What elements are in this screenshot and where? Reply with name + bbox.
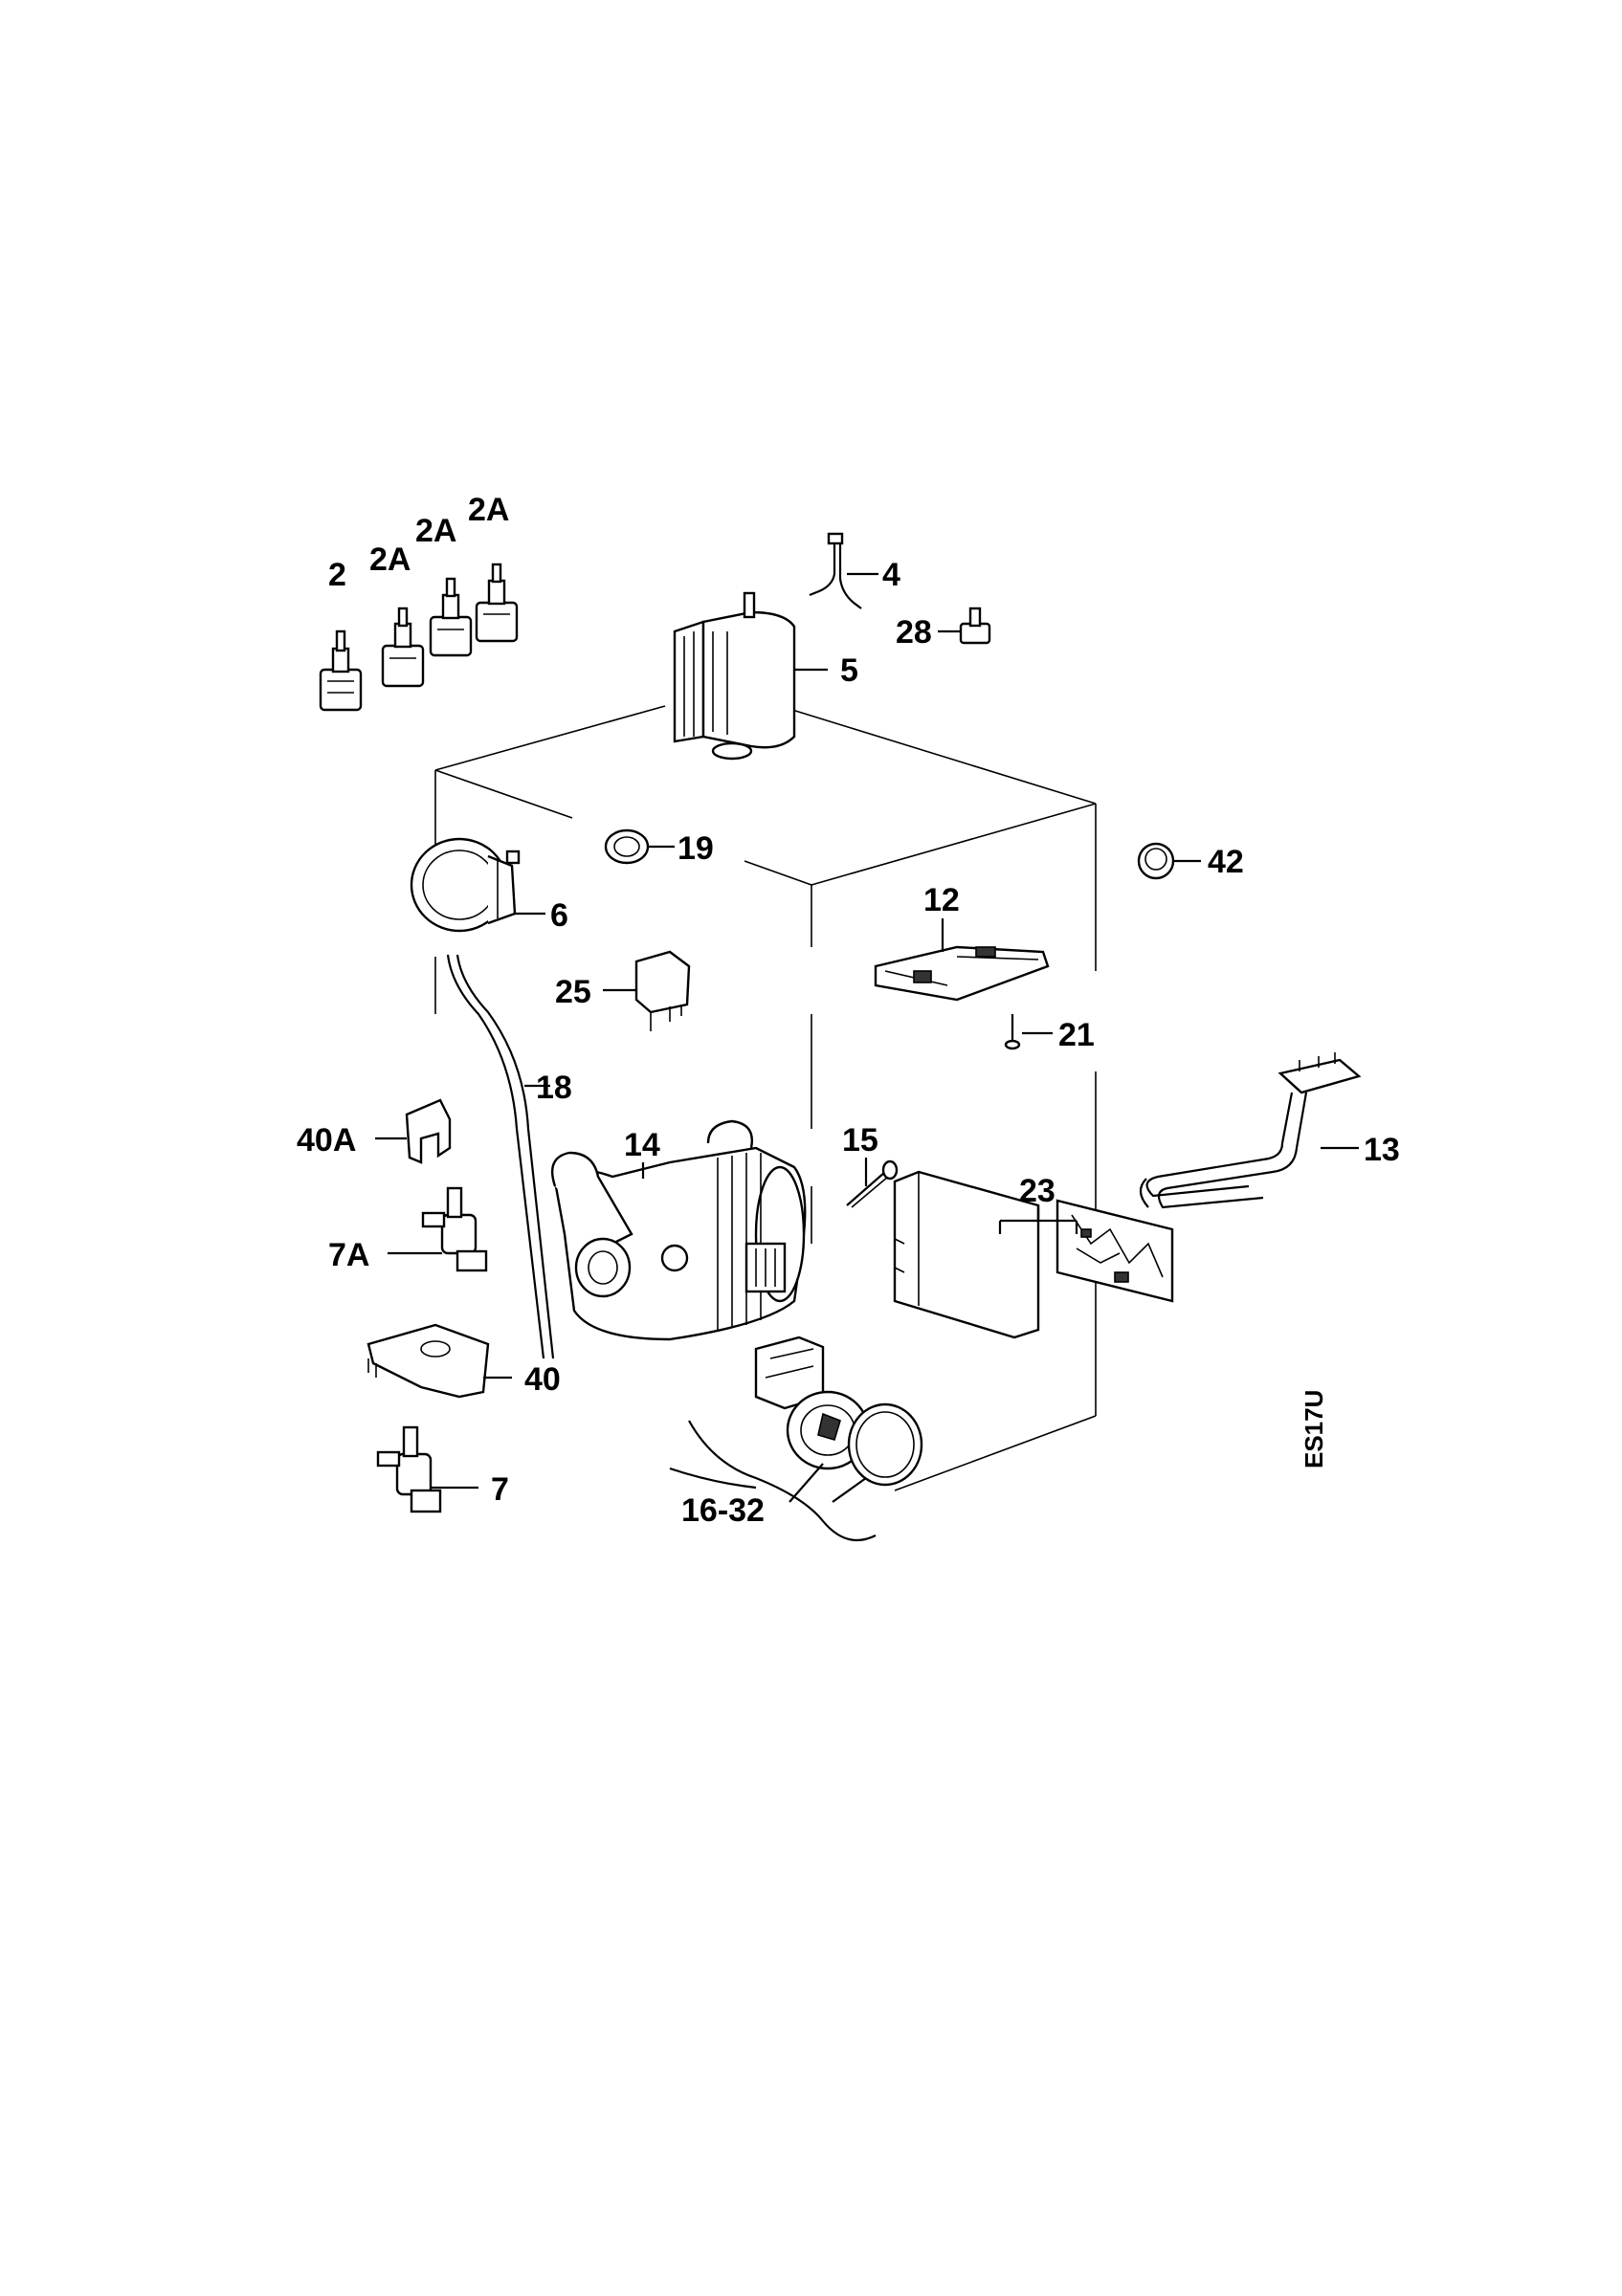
label-2a-3: 2A	[468, 492, 509, 528]
cover-40	[367, 1323, 512, 1399]
circuit-board-23	[1055, 1199, 1174, 1303]
bolt-15	[846, 1158, 899, 1208]
label-4: 4	[882, 557, 900, 593]
callout-23	[998, 1205, 1078, 1234]
pressure-switch-6	[410, 837, 545, 933]
part-labels: 2 2A 2A 2A 4 28 5 19 42 6 12 25 21 18 13…	[297, 492, 1400, 1529]
wire-4	[809, 532, 878, 609]
label-13: 13	[1364, 1132, 1400, 1168]
heater-13	[1139, 1052, 1362, 1209]
label-12: 12	[923, 882, 960, 918]
label-40a: 40A	[297, 1122, 356, 1159]
label-28: 28	[896, 614, 932, 651]
drawing-code: ES17U	[1300, 1390, 1328, 1468]
programmer-5	[673, 591, 828, 761]
relay-25	[603, 950, 691, 1031]
label-18: 18	[536, 1070, 572, 1106]
part-42	[1137, 842, 1201, 880]
door-lock-12	[874, 918, 1050, 1002]
bracket-23	[893, 1170, 1040, 1339]
label-40: 40	[524, 1361, 561, 1398]
label-2: 2	[328, 557, 346, 593]
valve-7	[376, 1425, 478, 1513]
label-19: 19	[678, 830, 714, 867]
hose-18	[446, 954, 555, 1359]
label-21: 21	[1058, 1017, 1095, 1053]
switch-2a-1	[381, 607, 425, 688]
motor-14	[550, 1119, 807, 1341]
valve-7a	[388, 1186, 488, 1272]
label-6: 6	[550, 897, 568, 934]
label-42: 42	[1208, 844, 1244, 880]
label-14: 14	[624, 1127, 660, 1163]
pump-16-32	[669, 1336, 923, 1542]
label-2a-1: 2A	[369, 541, 411, 578]
label-5: 5	[840, 652, 858, 689]
part-28	[938, 607, 991, 645]
label-7: 7	[491, 1471, 509, 1508]
label-15: 15	[842, 1122, 878, 1159]
switch-2a-2	[429, 577, 473, 657]
label-2a-2: 2A	[415, 513, 456, 549]
label-25: 25	[555, 974, 591, 1010]
clip-40a	[375, 1098, 452, 1164]
label-23: 23	[1019, 1173, 1055, 1209]
switch-2a-3	[475, 563, 519, 643]
label-16-32: 16-32	[681, 1492, 765, 1529]
screw-21	[1004, 1014, 1053, 1050]
label-7a: 7A	[328, 1237, 369, 1273]
part-19	[604, 828, 675, 865]
switch-2	[319, 629, 363, 712]
